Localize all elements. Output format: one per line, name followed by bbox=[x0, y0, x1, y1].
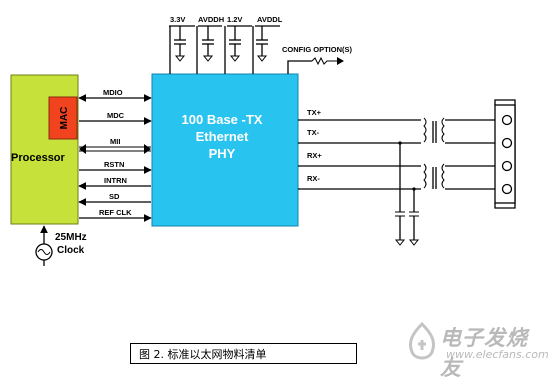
phy-line1: 100 Base -TX bbox=[182, 112, 263, 127]
rx-plus-label: RX+ bbox=[307, 151, 322, 160]
rstn-label: RSTN bbox=[104, 160, 124, 169]
power-1v2-label: 1.2V bbox=[227, 15, 242, 24]
decoupling-caps bbox=[169, 25, 280, 74]
power-avddl-label: AVDDL bbox=[257, 15, 283, 24]
figure-caption: 图 2. 标准以太网物料清单 bbox=[130, 343, 357, 364]
caption-text: 图 2. 标准以太网物料清单 bbox=[139, 347, 267, 361]
mii-label: MII bbox=[110, 137, 120, 146]
mii-arrow-left bbox=[79, 144, 86, 154]
clock-label: Clock bbox=[57, 245, 85, 256]
processor-label: Processor bbox=[11, 152, 66, 164]
tx-minus-label: TX- bbox=[307, 128, 320, 137]
intrn-label: INTRN bbox=[104, 176, 127, 185]
config-wire bbox=[287, 60, 312, 74]
power-avddh-label: AVDDH bbox=[198, 15, 224, 24]
mdio-label: MDIO bbox=[103, 88, 123, 97]
power-3v3-label: 3.3V bbox=[170, 15, 185, 24]
mac-label: MAC bbox=[59, 107, 70, 130]
mii-arrow-right bbox=[144, 144, 151, 154]
config-arrow bbox=[337, 57, 344, 65]
config-label: CONFIG OPTION(S) bbox=[282, 45, 353, 54]
sd-label: SD bbox=[109, 192, 120, 201]
phy-line3: PHY bbox=[209, 146, 236, 161]
termination-network bbox=[394, 141, 420, 246]
rj45-connector bbox=[494, 99, 516, 209]
watermark-logo: 电子发烧友 www.elecfans.com bbox=[402, 318, 549, 380]
mac-block bbox=[48, 96, 78, 140]
phy-block bbox=[151, 73, 299, 227]
clock-sine bbox=[37, 249, 51, 255]
rx-transformer bbox=[423, 163, 445, 189]
config-resistor bbox=[311, 56, 338, 66]
rx-minus-label: RX- bbox=[307, 174, 320, 183]
watermark-url: www.elecfans.com bbox=[446, 348, 549, 361]
phy-line2: Ethernet bbox=[196, 129, 249, 144]
tx-transformer bbox=[423, 117, 445, 143]
ethernet-block-diagram: Processor MAC 100 Base -TX Ethernet PHY … bbox=[10, 15, 516, 266]
clock-freq: 25MHz bbox=[55, 232, 87, 243]
refclk-label: REF CLK bbox=[99, 208, 132, 217]
watermark-icon bbox=[408, 321, 436, 360]
tx-plus-label: TX+ bbox=[307, 108, 322, 117]
mdc-label: MDC bbox=[107, 111, 125, 120]
